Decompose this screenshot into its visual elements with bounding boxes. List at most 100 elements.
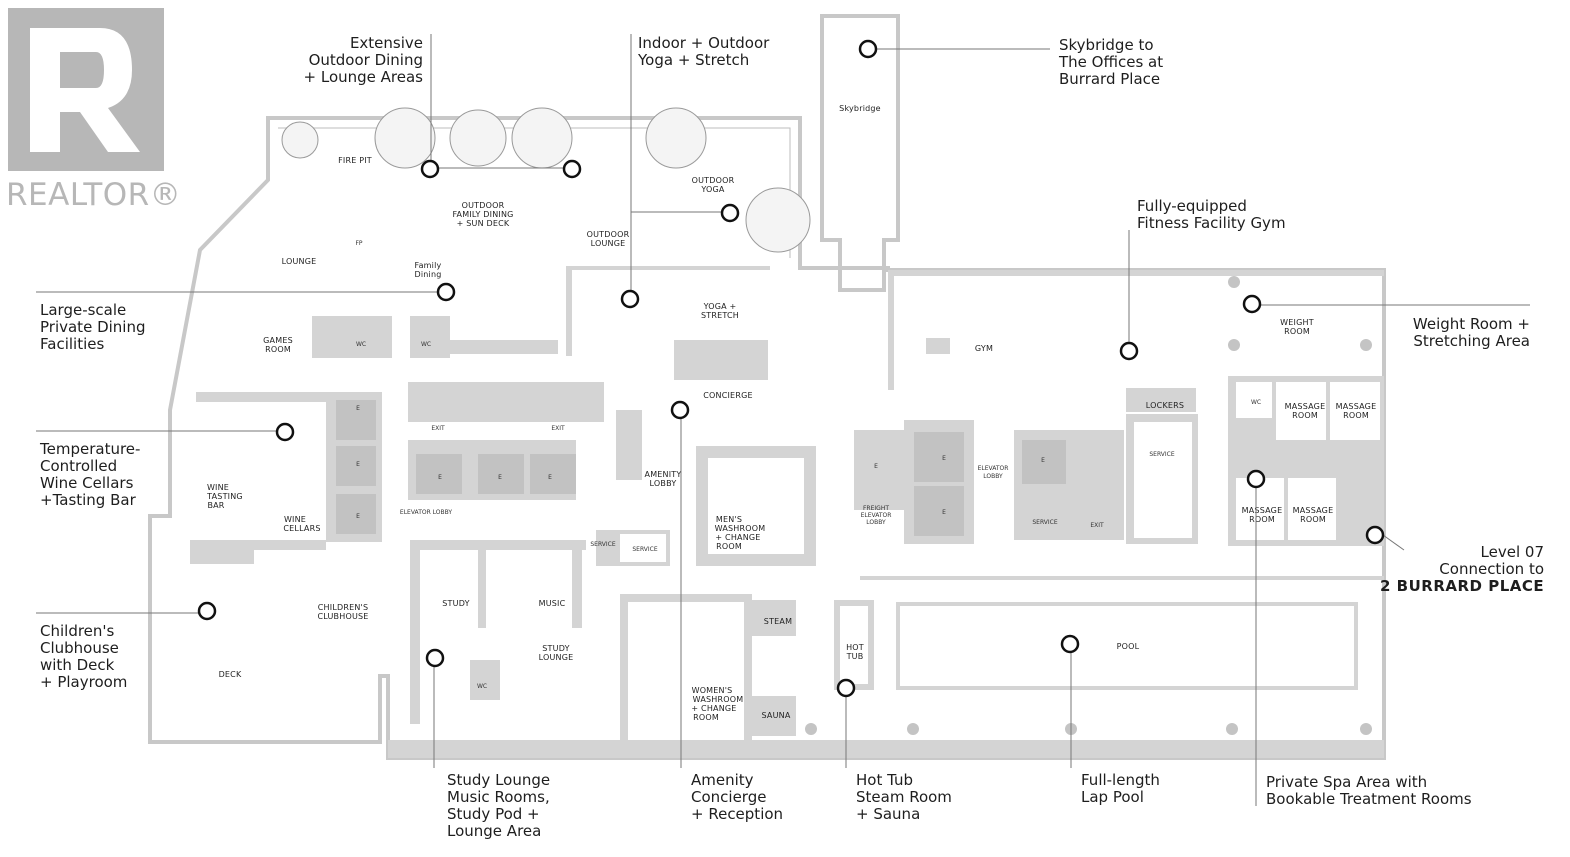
room-massage-4b: ROOM	[1300, 515, 1326, 524]
elevator-e-6: E	[548, 474, 552, 481]
room-wc-3: WC	[1251, 399, 1261, 406]
room-study-lounge-2: LOUNGE	[539, 653, 574, 662]
elevator-e-8: E	[942, 455, 946, 462]
room-weight-2: ROOM	[1284, 327, 1310, 336]
column-dots	[805, 276, 1372, 735]
room-mens-2: WASHROOM	[715, 524, 766, 533]
room-amenity-lobby-2: LOBBY	[650, 479, 677, 488]
room-weight-1: WEIGHT	[1280, 318, 1314, 327]
room-service-4: SERVICE	[1032, 519, 1058, 526]
room-outdoor-lounge-1: OUTDOOR	[587, 230, 630, 239]
elevator-e-9: E	[942, 509, 946, 516]
elevator-e-4: E	[438, 474, 442, 481]
room-deck: DECK	[219, 670, 242, 679]
room-outdoor-yoga-2: YOGA	[700, 185, 725, 194]
elevator-e-5: E	[498, 474, 502, 481]
room-mens-4: ROOM	[716, 542, 742, 551]
room-fire-pit: FIRE PIT	[338, 156, 372, 165]
room-freight-1: FREIGHT	[863, 505, 889, 512]
callout-childrens: Children's Clubhouse with Deck + Playroo…	[40, 622, 128, 691]
room-yoga-stretch-2: STRETCH	[701, 311, 739, 320]
room-childrens-2: CLUBHOUSE	[317, 612, 368, 621]
room-wc-2: WC	[421, 341, 431, 348]
room-freight-2: ELEVATOR	[861, 512, 892, 519]
callout-spa: Private Spa Area with Bookable Treatment…	[1266, 773, 1472, 808]
callout-markers	[197, 39, 1385, 698]
room-skybridge: Skybridge	[839, 104, 881, 113]
realtor-logo: REALTOR®	[6, 8, 181, 213]
room-elevator-lobby-2b: LOBBY	[983, 473, 1003, 480]
callout-weight-room: Weight Room + Stretching Area	[1412, 315, 1530, 350]
room-massage-3b: ROOM	[1249, 515, 1275, 524]
room-wine-cellars-1: WINE	[284, 515, 306, 524]
room-gym: GYM	[975, 344, 993, 353]
room-elevator-lobby-2a: ELEVATOR	[978, 465, 1009, 472]
room-outdoor-family-dining-3: + SUN DECK	[457, 219, 510, 228]
room-wine-cellars-2: CELLARS	[283, 524, 320, 533]
room-massage-1b: ROOM	[1292, 411, 1318, 420]
interior-walls	[190, 266, 1384, 758]
room-wine-tasting-1: WINE	[207, 483, 229, 492]
terrace-trees	[281, 107, 811, 253]
room-massage-2b: ROOM	[1343, 411, 1369, 420]
callout-pool: Full-length Lap Pool	[1081, 771, 1160, 806]
room-pool: POOL	[1117, 642, 1140, 651]
room-amenity-lobby-1: AMENITY	[645, 470, 682, 479]
room-family-dining-2: Dining	[414, 270, 441, 279]
room-massage-4a: MASSAGE	[1293, 506, 1334, 515]
room-hot-tub-1: HOT	[846, 643, 864, 652]
callout-concierge: Amenity Concierge + Reception	[691, 771, 784, 823]
room-outdoor-lounge-2: LOUNGE	[591, 239, 626, 248]
room-wine-tasting-2: TASTING	[206, 492, 243, 501]
elevator-e-3: E	[356, 513, 360, 520]
callout-hot-tub: Hot Tub Steam Room + Sauna	[856, 771, 952, 823]
room-service-1: SERVICE	[590, 541, 616, 548]
room-labels: FIRE PIT OUTDOOR FAMILY DINING + SUN DEC…	[206, 104, 1376, 722]
room-hot-tub-2: TUB	[846, 652, 864, 661]
room-lockers: LOCKERS	[1146, 401, 1184, 410]
room-outdoor-family-dining-2: FAMILY DINING	[452, 210, 513, 219]
room-music: MUSIC	[539, 599, 566, 608]
room-family-dining-1: Family	[415, 261, 442, 270]
room-outdoor-yoga-1: OUTDOOR	[692, 176, 735, 185]
callout-wine: Temperature- Controlled Wine Cellars +Ta…	[40, 440, 141, 509]
room-wine-tasting-3: BAR	[207, 501, 224, 510]
room-sauna: SAUNA	[761, 711, 790, 720]
realtor-logo-text: REALTOR®	[6, 177, 181, 213]
callout-outdoor-dining: Extensive Outdoor Dining + Lounge Areas	[303, 34, 423, 86]
room-steam: STEAM	[764, 617, 792, 626]
room-study-lounge-1: STUDY	[542, 644, 569, 653]
elevator-e-2: E	[356, 461, 360, 468]
room-fp: FP	[355, 240, 362, 247]
room-massage-2a: MASSAGE	[1336, 402, 1377, 411]
callout-fitness: Fully-equipped Fitness Facility Gym	[1137, 197, 1286, 232]
callout-level07: Level 07 Connection to 2 BURRARD PLACE	[1380, 543, 1545, 595]
elevator-e-10: E	[1041, 457, 1045, 464]
room-study: STUDY	[442, 599, 469, 608]
room-womens-1: WOMEN'S	[692, 686, 733, 695]
room-womens-2: WASHROOM	[693, 695, 744, 704]
room-outdoor-family-dining-1: OUTDOOR	[462, 201, 505, 210]
room-childrens-1: CHILDREN'S	[318, 603, 368, 612]
room-service-3: SERVICE	[1149, 451, 1175, 458]
room-womens-3: + CHANGE	[691, 704, 736, 713]
room-mens-1: MEN'S	[716, 515, 742, 524]
room-exit-2: EXIT	[551, 425, 565, 432]
room-lounge: LOUNGE	[282, 257, 317, 266]
room-exit-1: EXIT	[431, 425, 445, 432]
room-massage-3a: MASSAGE	[1242, 506, 1283, 515]
room-freight-3: LOBBY	[866, 519, 886, 526]
room-massage-1a: MASSAGE	[1285, 402, 1326, 411]
room-exit-3: EXIT	[1090, 522, 1104, 529]
room-games-2: ROOM	[265, 345, 291, 354]
room-service-2: SERVICE	[632, 546, 658, 553]
room-mens-3: + CHANGE	[715, 533, 760, 542]
callout-private-dining: Large-scale Private Dining Facilities	[40, 301, 146, 353]
room-womens-4: ROOM	[693, 713, 719, 722]
callout-study: Study Lounge Music Rooms, Study Pod + Lo…	[447, 771, 551, 840]
room-games-1: GAMES	[263, 336, 293, 345]
room-wc-4: WC	[477, 683, 487, 690]
elevator-e-7: E	[874, 463, 878, 470]
callout-yoga: Indoor + Outdoor Yoga + Stretch	[638, 34, 770, 69]
room-yoga-stretch-1: YOGA +	[703, 302, 737, 311]
